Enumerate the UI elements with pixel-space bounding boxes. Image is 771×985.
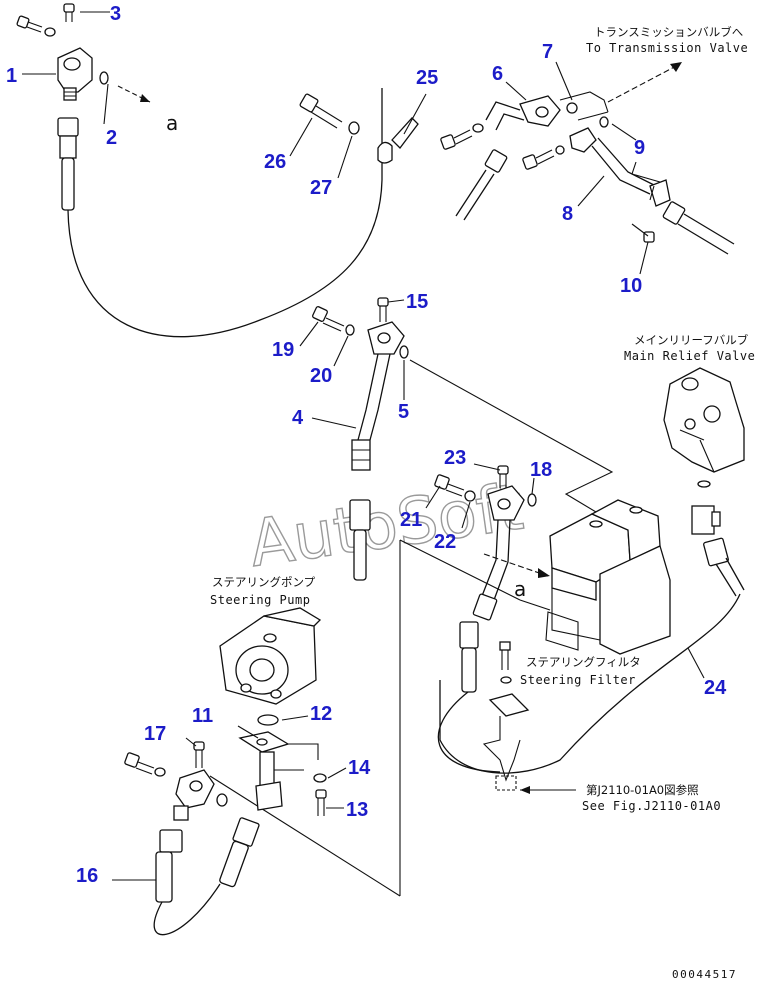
part-3-bolt (63, 3, 75, 22)
part-19-bolt (312, 306, 345, 332)
callout-27: 27 (310, 177, 332, 199)
callout-24: 24 (704, 677, 727, 699)
filter-detail-bolt (482, 641, 530, 791)
steering-filter-housing (519, 499, 671, 655)
part-12-o-ring (257, 714, 279, 726)
note-transmission-jp: トランスミッションバルブへ (594, 25, 743, 39)
part-25-clamp (377, 117, 419, 164)
note-see-fig-en: See Fig.J2110-01A0 (582, 799, 721, 813)
transmission-arrow (559, 62, 682, 121)
relief-valve-fitting (691, 480, 721, 535)
part-5-o-ring (399, 345, 409, 359)
callout-25: 25 (416, 67, 438, 89)
callout-9: 9 (634, 137, 645, 159)
part-6-tube (485, 95, 561, 131)
callout-26: 26 (264, 151, 286, 173)
callout-3: 3 (110, 3, 121, 25)
callout-21: 21 (400, 509, 422, 531)
bolt-top-left (16, 15, 56, 37)
callout-7: 7 (542, 41, 553, 63)
hose-top-left (57, 88, 383, 338)
note-steering-pump-jp: ステアリングポンプ (212, 575, 316, 589)
hose-top-right (455, 149, 508, 221)
callout-19: 19 (272, 339, 294, 361)
bolt-top-right-a (440, 123, 484, 150)
note-steering-filter-en: Steering Filter (520, 673, 636, 687)
callout-12: 12 (310, 703, 332, 725)
arrow-a-top: a (117, 85, 178, 135)
callout-11: 11 (192, 705, 213, 727)
note-transmission-en: To Transmission Valve (586, 41, 748, 55)
part-7-o-ring (566, 102, 578, 114)
part-26-bolt (299, 93, 343, 129)
callout-10: 10 (620, 275, 642, 297)
arrow-a-mid-label: a (514, 577, 526, 601)
part-24-hose (439, 537, 745, 774)
part-17-bolt (193, 741, 205, 768)
callout-23: 23 (444, 447, 466, 469)
note-main-relief-jp: メインリリーフバルブ (634, 333, 749, 347)
part-8-tube (569, 127, 735, 255)
note-steering-pump-en: Steering Pump (210, 593, 310, 607)
part-11-pipe (238, 731, 319, 811)
part-18-o-ring (527, 493, 537, 507)
callout-6: 6 (492, 63, 503, 85)
callout-22: 22 (434, 531, 456, 553)
pipe-flange-21 (437, 485, 525, 773)
note-main-relief-en: Main Relief Valve (624, 349, 755, 363)
part-2-o-ring (99, 71, 109, 85)
part-14-washer (313, 773, 327, 783)
callout-16: 16 (76, 865, 98, 887)
callout-18: 18 (530, 459, 552, 481)
arrow-a-mid: a (483, 553, 550, 601)
bolt-pump-left (124, 752, 166, 777)
watermark-text: AutoSoft (245, 470, 527, 582)
arrow-a-top-label: a (166, 111, 178, 135)
part-1-elbow-fitting (57, 47, 93, 101)
callout-13: 13 (346, 799, 368, 821)
callout-15: 15 (406, 291, 428, 313)
part-22-bolt (434, 474, 465, 497)
callout-2: 2 (106, 127, 117, 149)
see-fig-arrow (520, 786, 576, 794)
steering-pump (219, 607, 322, 705)
callout-1: 1 (6, 65, 17, 87)
pump-left-flange (173, 769, 215, 821)
part-4-pipe (351, 321, 405, 471)
note-steering-filter-jp: ステアリングフィルタ (526, 655, 641, 669)
leader-lines (22, 11, 705, 881)
part-16-hose (153, 817, 260, 936)
part-15-bolt (377, 297, 389, 322)
callout-numbers: 1 2 3 4 5 6 7 8 9 10 11 12 13 14 15 16 1… (6, 3, 727, 887)
bracket-top-right (631, 161, 661, 201)
callout-4: 4 (292, 407, 304, 429)
part-13-bolt (315, 789, 327, 816)
main-relief-valve (663, 367, 745, 473)
bolt-top-right-b (522, 145, 565, 170)
part-27-washer (348, 121, 360, 135)
callout-14: 14 (348, 757, 371, 779)
leader-filter-frame (209, 539, 521, 897)
note-see-fig-jp: 第J2110-01A0図参照 (586, 783, 699, 797)
callout-20: 20 (310, 365, 332, 387)
hose-from-pipe-4 (349, 499, 371, 581)
notes: トランスミッションバルブへ To Transmission Valve メインリ… (210, 25, 755, 813)
pump-o-ring (216, 793, 228, 807)
part-22-washer (464, 490, 476, 502)
figure-number: 00044517 (672, 968, 737, 981)
part-9-o-ring (599, 116, 609, 128)
part-20-washer (345, 324, 355, 336)
part-10-bolt (631, 223, 655, 243)
leader-5-to-filter (409, 359, 614, 513)
callout-17: 17 (144, 723, 166, 745)
callout-5: 5 (398, 401, 409, 423)
callout-8: 8 (562, 203, 573, 225)
